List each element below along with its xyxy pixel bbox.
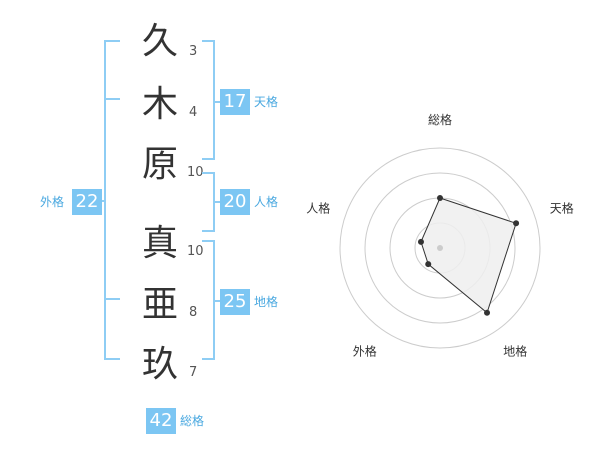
tenkaku-value: 17	[220, 89, 250, 115]
stroke-count-4: 10	[187, 244, 204, 259]
name-char-2: 木	[141, 84, 178, 125]
name-char-4: 真	[141, 223, 178, 264]
jinkaku-label: 人格	[254, 195, 279, 209]
tenkaku-label: 天格	[254, 95, 279, 109]
radar-axis-label: 外格	[353, 344, 377, 359]
radar-axis-label: 天格	[550, 200, 574, 215]
chikaku-label: 地格	[254, 295, 279, 309]
radar-point	[417, 238, 424, 245]
radar-point	[484, 309, 491, 316]
radar-center-dot	[437, 245, 443, 251]
name-char-6: 玖	[141, 344, 178, 385]
soukaku-label: 総格	[180, 414, 205, 428]
gaikaku-value: 22	[72, 189, 102, 215]
name-char-3: 原	[141, 144, 178, 185]
chikaku-value: 25	[220, 289, 250, 315]
radar-axis-label: 総格	[428, 112, 452, 127]
radar-point	[513, 220, 520, 227]
stroke-count-5: 8	[189, 305, 198, 320]
radar-axis-label: 人格	[306, 200, 330, 215]
name-char-1: 久	[141, 21, 178, 62]
radar-polygon	[420, 197, 517, 314]
radar-point	[425, 261, 432, 268]
stroke-count-2: 4	[189, 105, 198, 120]
soukaku-value: 42	[146, 408, 176, 434]
radar-ring	[364, 172, 516, 324]
name-char-5: 亜	[141, 284, 178, 325]
radar-ring	[339, 147, 541, 349]
radar-point	[437, 195, 443, 201]
stroke-count-6: 7	[189, 365, 198, 380]
stroke-count-1: 3	[189, 44, 198, 59]
radar-axis-label: 地格	[503, 344, 527, 359]
stroke-count-3: 10	[187, 165, 204, 180]
gaikaku-label: 外格	[40, 195, 65, 209]
jinkaku-value: 20	[220, 189, 250, 215]
